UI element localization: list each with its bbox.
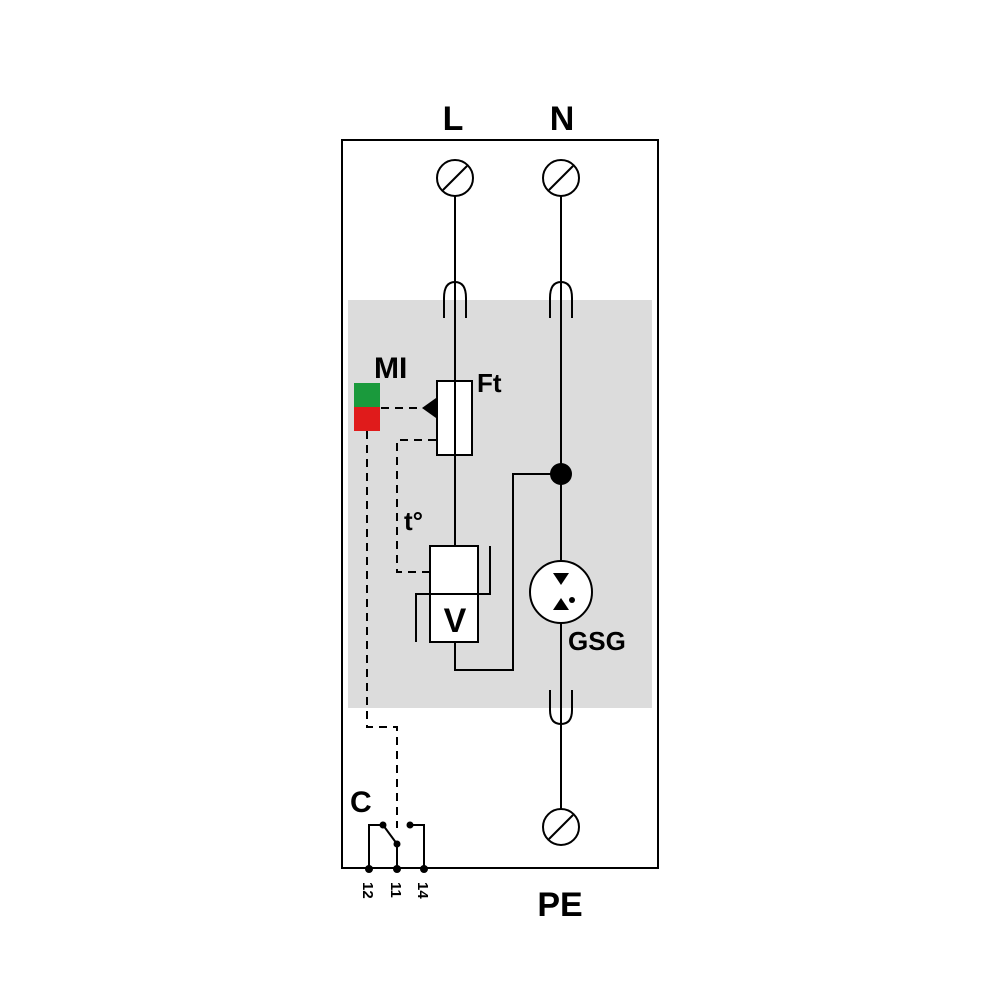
screw-terminal-icon xyxy=(542,159,580,197)
terminal-14-label: 14 xyxy=(414,882,431,899)
label-thermal-trip: t° xyxy=(404,506,423,536)
junction-node xyxy=(550,463,572,485)
label-contact: C xyxy=(350,786,372,819)
label-line: L xyxy=(443,100,464,138)
gas-spark-gap-icon xyxy=(529,560,593,624)
plug-in-module xyxy=(348,300,652,708)
label-varistor: V xyxy=(444,602,467,640)
plug-contact-icon xyxy=(443,280,467,380)
screw-terminal-icon xyxy=(542,808,580,846)
switch-contact-icon xyxy=(365,821,428,873)
trip-arrow-icon xyxy=(422,398,436,418)
varistor-return-conductor xyxy=(454,473,561,671)
terminal-11-label: 11 xyxy=(387,882,404,898)
label-gas-spark-gap: GSG xyxy=(568,626,626,656)
thermal-fuse xyxy=(436,380,473,456)
indicator-ok xyxy=(354,383,380,407)
label-monitoring-indicator: MI xyxy=(374,352,407,385)
remote-signal-link xyxy=(366,431,398,828)
label-neutral: N xyxy=(550,100,575,138)
plug-contact-icon xyxy=(549,690,573,726)
label-thermal-fuse: Ft xyxy=(477,368,502,398)
screw-terminal-icon xyxy=(436,159,474,197)
terminal-12-label: 12 xyxy=(359,882,376,899)
thermal-trip-link xyxy=(396,439,436,573)
label-pe: PE xyxy=(537,886,582,924)
indicator-fault xyxy=(354,407,380,431)
